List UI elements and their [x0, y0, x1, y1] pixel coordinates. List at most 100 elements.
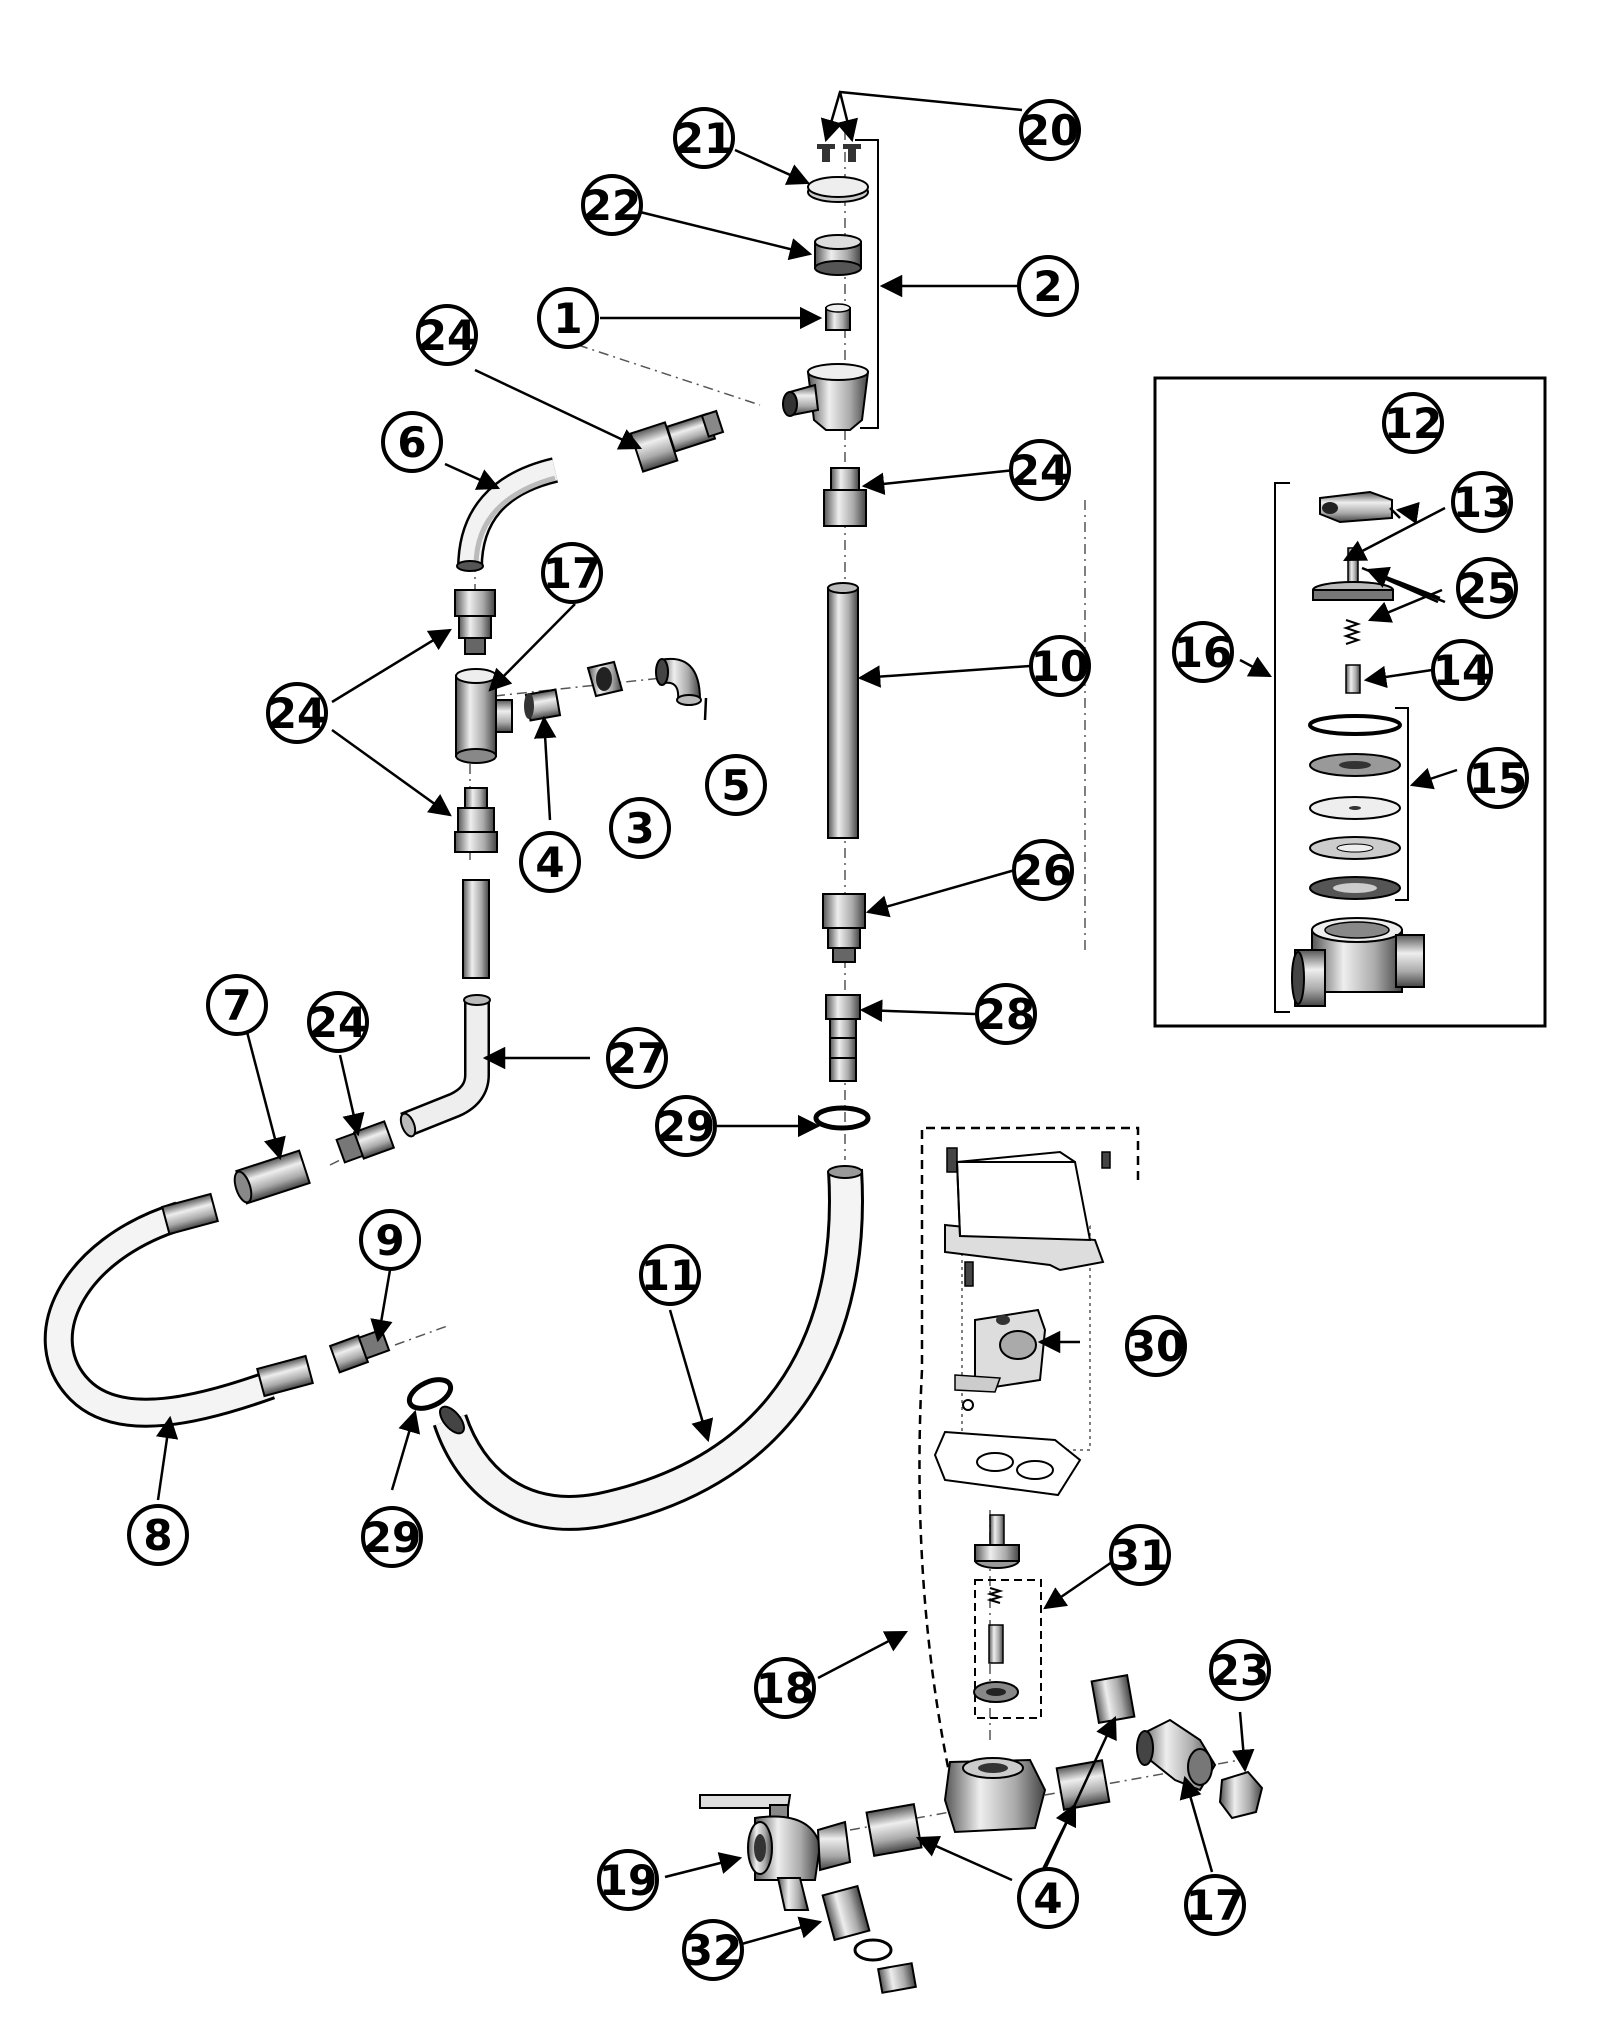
callout-24: 24: [307, 991, 369, 1053]
callout-circle: [1209, 1639, 1271, 1701]
callout-27: 27: [606, 1027, 668, 1089]
callout-11: 11: [639, 1244, 701, 1306]
part-2-body-tee: [782, 363, 870, 431]
bracket-16: [1274, 482, 1290, 1013]
valve-body: [943, 1757, 1047, 1834]
callout-21: 21: [673, 107, 735, 169]
callout-number: 30: [1127, 1322, 1185, 1371]
callout-17: 17: [1184, 1874, 1246, 1936]
part-24-fitting-c: [454, 787, 498, 853]
dashed-box-31: [974, 1579, 1042, 1719]
callout-circle: [682, 1919, 744, 1981]
callout-circle: [1451, 471, 1513, 533]
callout-22: 22: [581, 174, 643, 236]
callout-circle: [1017, 1867, 1079, 1929]
gasket-plate: [933, 1430, 1082, 1497]
part-24-fitting-d: [335, 1120, 396, 1164]
part-11-hose: [432, 1165, 864, 1531]
part-14-pin: [1345, 664, 1361, 694]
part-23-cap: [1218, 1770, 1264, 1820]
bracket-15: [1395, 707, 1409, 901]
part-5-elbow: [655, 657, 702, 706]
part-19-ball-valve: [699, 1794, 852, 1911]
callout-4: 4: [519, 831, 581, 893]
callout-number: 13: [1453, 478, 1511, 527]
callout-number: 12: [1384, 399, 1442, 448]
callout-number: 29: [657, 1102, 715, 1151]
callout-circle: [1019, 99, 1081, 161]
callout-number: 3: [625, 804, 654, 853]
callout-16: 16: [1172, 621, 1234, 683]
callout-number: 6: [397, 418, 426, 467]
callout-24: 24: [1009, 439, 1071, 501]
part-3-nut: [586, 660, 624, 698]
callout-number: 18: [756, 1664, 814, 1713]
callout-number: 14: [1433, 646, 1491, 695]
bracket-2: [855, 139, 879, 429]
callout-20: 20: [1019, 99, 1081, 161]
part-29-clamp-left: [406, 1377, 454, 1411]
callout-number: 15: [1469, 754, 1527, 803]
callout-circle: [1012, 839, 1074, 901]
callout-17: 17: [541, 542, 603, 604]
part-27-bent-tube: [399, 994, 491, 1138]
callout-number: 19: [599, 1856, 657, 1905]
callout-circle: [541, 542, 603, 604]
callout-number: 29: [363, 1513, 421, 1562]
plunger-stem: [974, 1514, 1020, 1569]
part-6-elbow-pipe: [456, 457, 559, 572]
callout-circle: [639, 1244, 701, 1306]
callout-number: 27: [608, 1034, 666, 1083]
callout-number: 9: [375, 1216, 404, 1265]
callout-number: 24: [268, 689, 326, 738]
callout-number: 22: [583, 181, 641, 230]
callout-number: 11: [641, 1251, 699, 1300]
callout-29: 29: [361, 1506, 423, 1568]
part-24-fitting-a: [629, 409, 725, 473]
callout-7: 7: [206, 974, 268, 1036]
part-32-fittings: [821, 1884, 917, 1994]
part-7-sleeve: [233, 1149, 311, 1205]
callout-23: 23: [1209, 1639, 1271, 1701]
callout-30: 30: [1125, 1315, 1187, 1377]
callout-1: 1: [537, 287, 599, 349]
callout-number: 17: [1186, 1881, 1244, 1930]
callout-number: 2: [1033, 262, 1062, 311]
leader-lines: [155, 90, 1458, 1947]
callout-labels: 1234456789101112131415161717181920212223…: [127, 99, 1529, 1981]
callout-circle: [673, 107, 735, 169]
callout-circle: [359, 1209, 421, 1271]
callout-number: 21: [675, 114, 733, 163]
callout-12: 12: [1382, 392, 1444, 454]
part-26-adapter: [822, 893, 866, 963]
callout-number: 25: [1458, 564, 1516, 613]
part-1-insert: [825, 303, 851, 331]
callout-circle: [1109, 1524, 1171, 1586]
callout-number: 28: [977, 990, 1035, 1039]
callout-circle: [1125, 1315, 1187, 1377]
callout-circle: [1029, 635, 1091, 697]
pipe-short-vertical: [462, 879, 490, 979]
callout-number: 24: [1011, 446, 1069, 495]
callout-circle: [266, 682, 328, 744]
part-4-nipple-upper: [524, 688, 562, 722]
part-24-fitting-b: [454, 589, 496, 655]
solenoid-screws: [946, 1147, 1111, 1287]
callout-circle: [127, 1504, 189, 1566]
callout-circle: [206, 974, 268, 1036]
callout-5: 5: [705, 754, 767, 816]
callout-26: 26: [1012, 839, 1074, 901]
callout-10: 10: [1029, 635, 1091, 697]
part-22-seal: [814, 234, 862, 276]
part-30-coil-bracket: [954, 1308, 1047, 1411]
part-8-hose: [43, 1192, 314, 1428]
part-28-barb: [825, 994, 861, 1082]
part-16-housing: [1291, 917, 1425, 1007]
callout-number: 24: [418, 311, 476, 360]
part-9-fitting: [328, 1328, 391, 1374]
callout-circle: [1467, 747, 1529, 809]
callout-number: 32: [684, 1926, 742, 1975]
callout-number: 23: [1211, 1646, 1269, 1695]
